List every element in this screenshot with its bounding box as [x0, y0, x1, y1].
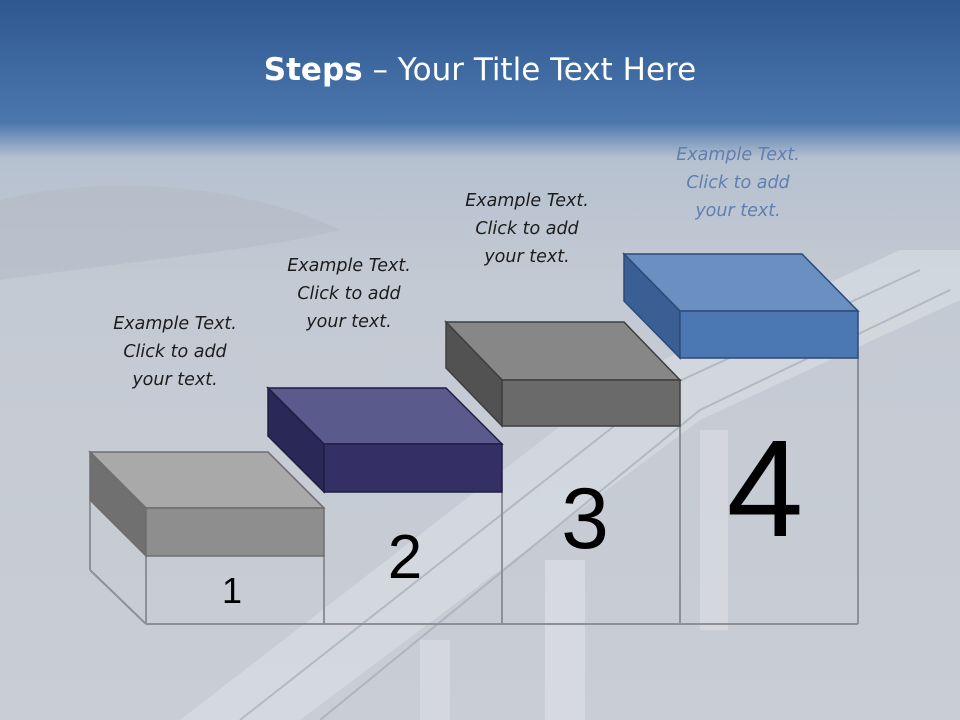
step-4-face: [679, 310, 859, 359]
step-1-caption[interactable]: Example Text. Click to add your text.: [95, 310, 255, 394]
step-block-4[interactable]: [622, 252, 860, 360]
slide-title[interactable]: Steps – Your Title Text Here: [0, 52, 960, 88]
caption-line: Click to add: [686, 173, 790, 193]
caption-line: your text.: [306, 312, 392, 332]
caption-line: Click to add: [297, 284, 401, 304]
step-block-1[interactable]: [88, 450, 326, 558]
step-4-caption[interactable]: Example Text. Click to add your text.: [658, 141, 818, 225]
caption-line: your text.: [132, 370, 218, 390]
step-number-4: 4: [726, 412, 804, 566]
title-bold: Steps: [263, 52, 363, 88]
step-block-3[interactable]: [444, 320, 682, 428]
step-1-face: [145, 507, 325, 557]
caption-line: Click to add: [475, 219, 579, 239]
caption-line: Example Text.: [287, 256, 411, 276]
step-2-face: [323, 443, 503, 493]
step-number-3: 3: [561, 471, 609, 567]
step-number-2: 2: [387, 523, 423, 592]
staircase-outline: [89, 358, 859, 625]
step-number-1: 1: [221, 570, 243, 611]
caption-line: Example Text.: [113, 314, 237, 334]
caption-line: Example Text.: [676, 145, 800, 165]
title-rest: – Your Title Text Here: [362, 52, 697, 88]
step-block-2[interactable]: [266, 386, 504, 494]
step-3-caption[interactable]: Example Text. Click to add your text.: [447, 187, 607, 271]
caption-line: your text.: [695, 201, 781, 221]
caption-line: your text.: [484, 247, 570, 267]
step-2-caption[interactable]: Example Text. Click to add your text.: [269, 252, 429, 336]
caption-line: Example Text.: [465, 191, 589, 211]
step-3-face: [501, 379, 681, 427]
caption-line: Click to add: [123, 342, 227, 362]
